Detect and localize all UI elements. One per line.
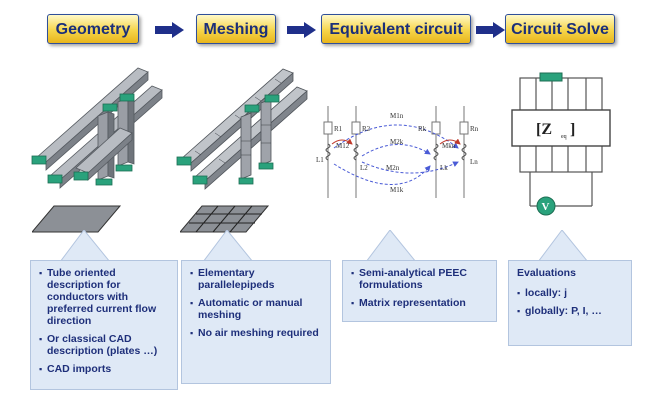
geometry-callout: Tube oriented description for conductors… [30,230,178,390]
resistor-label: Rn [470,125,479,133]
circuit-callout: Semi-analytical PEEC formulations Matrix… [342,230,497,322]
mutual-label: Mkn [442,142,456,150]
inductor-label: L1 [316,156,324,164]
callout-item: locally: j [517,287,625,299]
arrow-right-icon [155,22,184,38]
arrow-right-icon [476,22,505,38]
mutual-label: M1k [390,186,404,194]
mutual-label: M2k [390,138,404,146]
callout-item: Automatic or manual meshing [190,297,324,321]
arrow-right-icon [287,22,316,38]
resistor-label: Rk [418,125,427,133]
inductor-label: L2 [360,164,368,172]
callout-item: globally: P, I, … [517,305,625,317]
callout-item: Or classical CAD description (plates …) [39,333,171,357]
plate-icon [32,205,122,233]
callout-item: Matrix representation [351,297,490,309]
step-circuit-solve: Circuit Solve [505,14,615,44]
meshed-plate-icon [180,205,270,233]
impedance-subscript: eq [561,134,567,140]
mutual-label: M12 [336,142,350,150]
callout-item: Elementary parallelepipeds [190,267,324,291]
step-label: Meshing [203,21,269,38]
inductor-label: Ln [470,158,478,166]
meshed-geometry-illustration [176,68,308,190]
callout-item: No air meshing required [190,327,324,339]
step-label: Equivalent circuit [329,21,463,38]
inductor-label: Lk [440,164,448,172]
callout-item: Tube oriented description for conductors… [39,267,171,327]
meshing-callout: Elementary parallelepipeds Automatic or … [181,230,331,384]
solve-circuit-diagram: [Z eq ] V [511,72,611,216]
solve-callout: Evaluations locally: j globally: P, I, … [508,230,632,346]
impedance-bracket: ] [570,121,575,138]
mutual-label: M2n [386,164,400,172]
callout-item: Semi-analytical PEEC formulations [351,267,490,291]
step-meshing: Meshing [196,14,276,44]
busbar-geometry-illustration [31,67,163,189]
voltage-source-label: V [542,201,550,213]
step-geometry: Geometry [47,14,139,44]
step-equivalent-circuit: Equivalent circuit [321,14,471,44]
callout-title: Evaluations [517,267,576,279]
step-label: Circuit Solve [511,21,609,38]
impedance-label: [Z [536,121,552,138]
resistor-label: R1 [334,125,343,133]
callout-item: CAD imports [39,363,171,375]
mutual-label: M1n [390,112,404,120]
step-label: Geometry [55,21,131,38]
peec-circuit-diagram: R1 R2 Rk Rn L1 L2 Lk Ln M1n M12 M2k Mkn … [316,106,479,198]
resistor-label: R2 [362,125,371,133]
